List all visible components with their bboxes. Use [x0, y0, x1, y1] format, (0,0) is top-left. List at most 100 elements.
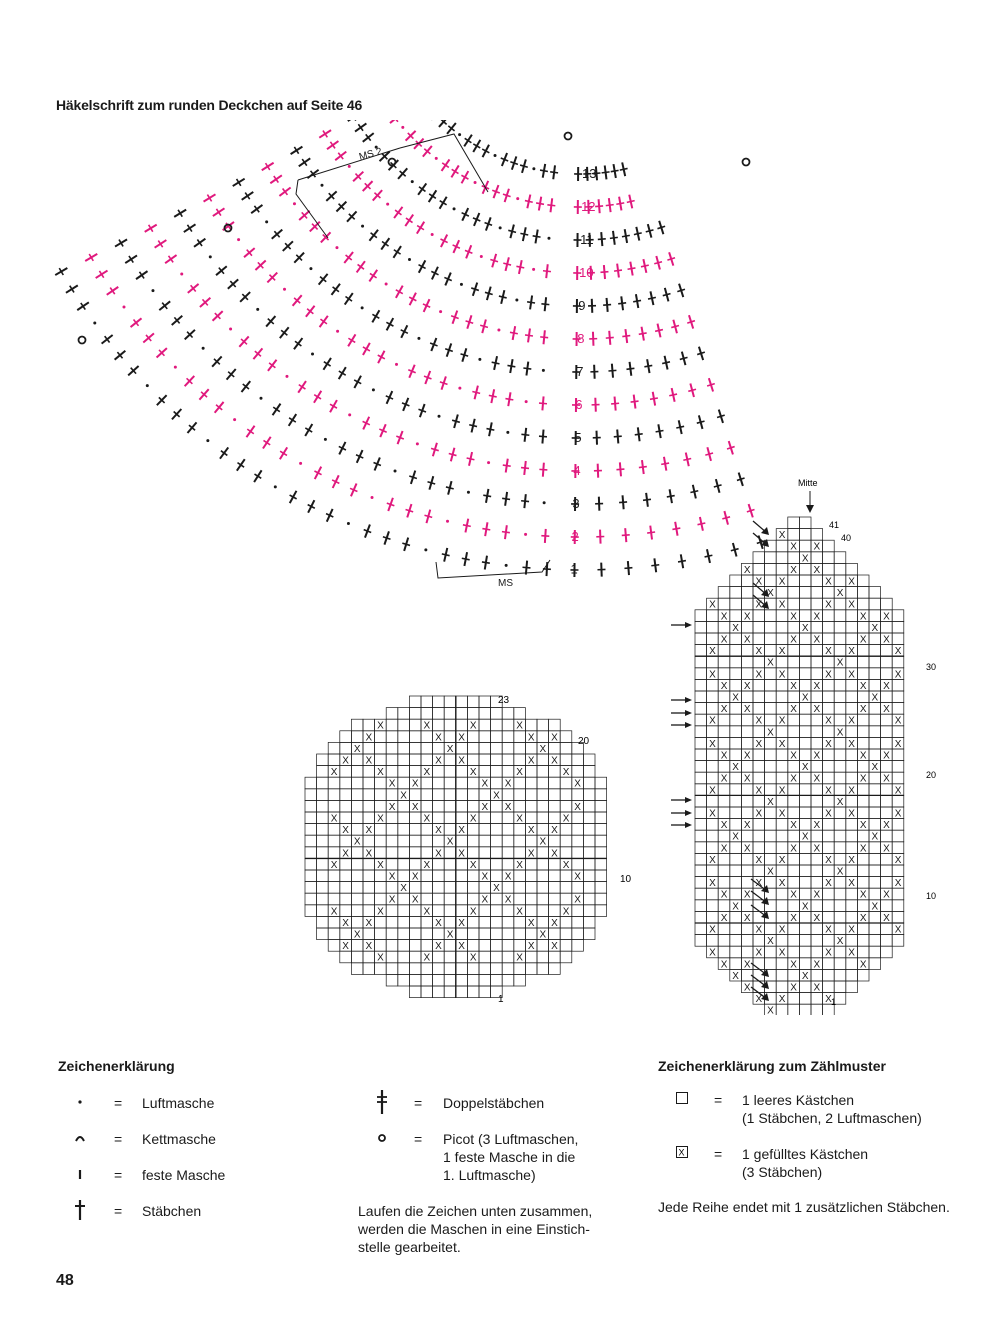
filled-cell-mark: X: [458, 941, 465, 952]
filled-cell-mark: X: [883, 751, 890, 762]
grid-cell: [833, 969, 847, 982]
grid-cell: [775, 586, 789, 599]
grid-cell: [764, 551, 777, 564]
filled-cell-mark: X: [342, 848, 349, 859]
grid-cell: [351, 916, 364, 929]
stitch-mark: [605, 198, 614, 213]
grid-cell: [694, 876, 707, 889]
filled-cell-mark: X: [424, 814, 431, 825]
grid-cell: [845, 864, 858, 877]
grid-cell: [833, 922, 847, 935]
grid-cell: [694, 934, 707, 947]
grid-cell: [775, 829, 789, 843]
grid-cell: [729, 597, 742, 611]
stitch-mark: [571, 397, 581, 412]
stitch-mark: [716, 409, 725, 424]
grid-cell: [741, 586, 754, 599]
grid-cell: [420, 742, 433, 755]
eq: =: [714, 1146, 723, 1162]
grid-cell: [351, 881, 364, 894]
grid-cell: [868, 957, 881, 970]
long-label-1: 1: [831, 997, 836, 1007]
grid-cell: [501, 950, 515, 964]
grid-cell: [810, 725, 823, 738]
grid-cell: [548, 858, 561, 871]
grid-cell: [513, 834, 526, 848]
stitch-mark: [171, 408, 183, 421]
filled-cell-mark: X: [331, 906, 338, 917]
grid-cell: [594, 788, 607, 801]
grid-cell: [362, 800, 375, 813]
grid-cell: [339, 765, 352, 778]
grid-cell: [775, 655, 789, 669]
grid-cell: [397, 811, 410, 824]
slip-stitch-icon: [75, 1136, 85, 1142]
grid-cell: [490, 730, 503, 743]
filled-cell-mark: X: [563, 814, 570, 825]
grid-cell: [822, 829, 835, 843]
stitch-mark: [239, 291, 251, 303]
stitch-mark: [541, 368, 545, 372]
filled-cell-mark: X: [709, 925, 716, 936]
stitch-mark: [586, 265, 595, 280]
grid-cell: [351, 776, 364, 790]
filled-cell-mark: X: [825, 739, 832, 750]
grid-cell: [385, 846, 399, 859]
grid-cell: [857, 899, 870, 912]
grid-cell: [880, 876, 893, 889]
stitch-mark: [370, 495, 374, 499]
grid-cell: [351, 823, 364, 836]
grid-cell: [822, 795, 835, 808]
grid-cell: [397, 939, 410, 952]
stitch-mark: [542, 264, 552, 279]
grid-cell: [525, 776, 538, 790]
grid-cell: [385, 974, 399, 987]
grid-cell: [455, 776, 468, 790]
grid-cell: [478, 753, 491, 766]
stitch-mark: [278, 186, 292, 197]
filled-cell-mark: X: [528, 732, 535, 743]
grid-cell: [432, 718, 445, 732]
stitch-mark: [392, 245, 402, 259]
grid-cell: [548, 881, 561, 894]
filled-cell-mark: X: [767, 588, 774, 599]
grid-cell: [420, 753, 433, 766]
grid-cell: [525, 800, 538, 813]
grid-cell: [397, 823, 410, 836]
grid-cell: [810, 992, 823, 1005]
stitch-mark: [76, 301, 90, 311]
grid-cell: [374, 823, 387, 836]
stitch-mark: [423, 370, 432, 385]
stitch-mark: [527, 295, 536, 310]
stitch-mark: [441, 547, 450, 562]
arrow-icon: [750, 904, 769, 919]
grid-cell: [513, 788, 526, 801]
filled-cell-mark: X: [825, 600, 832, 611]
filled-cell-mark: X: [825, 646, 832, 657]
stitch-mark: [318, 129, 332, 139]
grid-cell: [455, 974, 468, 987]
stitch-mark: [696, 415, 705, 430]
stitch-mark: [590, 364, 599, 379]
stitch-mark: [633, 294, 642, 309]
grid-cell: [559, 846, 573, 859]
stitch-mark: [335, 246, 339, 250]
grid-cell: [304, 823, 317, 836]
grid-cell: [787, 597, 800, 611]
stitch-mark: [522, 560, 531, 575]
grid-cell: [694, 621, 707, 634]
grid-cell: [717, 597, 731, 611]
grid-cell: [397, 927, 410, 940]
stitch-mark: [608, 363, 617, 378]
grid-cell: [362, 962, 375, 975]
stitch-mark: [259, 396, 263, 400]
stitch-mark: [483, 488, 492, 503]
grid-cell: [717, 783, 731, 796]
grid-cell: [490, 927, 503, 940]
grid-cell: [385, 927, 399, 940]
grid-cell: [810, 621, 823, 634]
filled-cell-mark: X: [721, 635, 728, 646]
double-crochet-icon: [75, 1200, 85, 1220]
legend-item-kettmasche: Kettmasche: [142, 1131, 216, 1147]
stitch-mark: [508, 224, 517, 239]
